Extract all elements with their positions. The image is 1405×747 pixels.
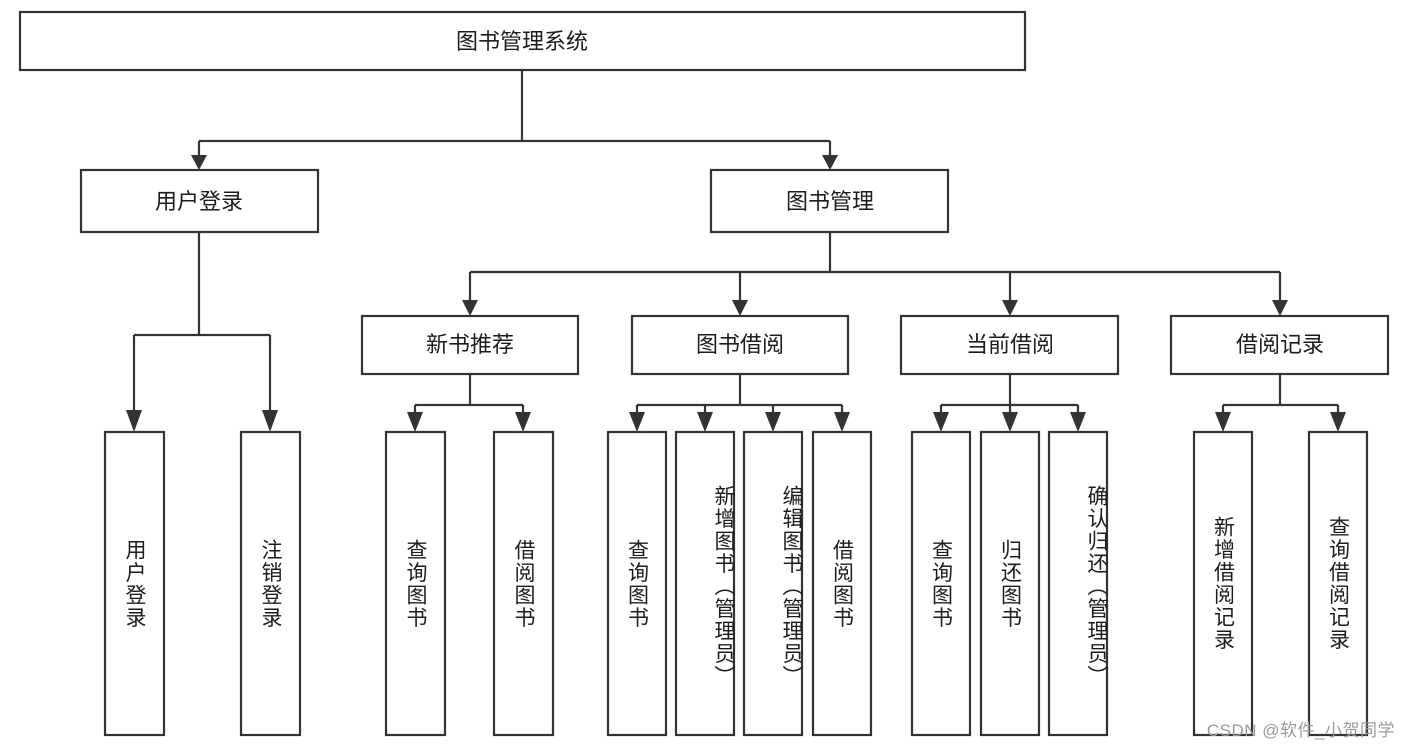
node-book-borrow[interactable]: [630, 314, 850, 376]
arrowhead-leaf-add-record: [1215, 412, 1231, 432]
arrowhead-leaf-user-login: [126, 410, 142, 432]
arrowhead-leaf-return-book: [1002, 412, 1018, 432]
arrowhead-leaf-add-book: [697, 412, 713, 432]
node-user-login-label: 用户登录: [155, 189, 243, 214]
arrowhead-user-login: [191, 155, 207, 170]
arrowhead-leaf-query-record: [1330, 412, 1346, 432]
node-root-label: 图书管理系统: [456, 29, 588, 54]
node-new-book-rec[interactable]: [360, 314, 580, 376]
arrowhead-book-borrow: [732, 300, 748, 316]
arrowhead-leaf-borrow-book-2: [834, 412, 850, 432]
leaf-box-borrow-book-2[interactable]: [811, 430, 873, 737]
node-book-manage[interactable]: [709, 168, 950, 234]
csdn-watermark: CSDN @软件_小贺同学: [1206, 721, 1395, 740]
arrowhead-leaf-borrow-book-1: [515, 412, 531, 432]
arrowhead-new-book-rec: [462, 300, 478, 316]
leaf-box-confirm-return[interactable]: [1047, 430, 1109, 737]
node-current-borrow[interactable]: [899, 314, 1120, 376]
arrowhead-leaf-query-book-3: [933, 412, 949, 432]
leaf-box-add-record[interactable]: [1192, 430, 1254, 737]
leaf-box-edit-book[interactable]: [742, 430, 804, 737]
arrowhead-leaf-query-book-1: [407, 412, 423, 432]
arrowhead-leaf-confirm-return: [1070, 412, 1086, 432]
leaf-box-query-record[interactable]: [1307, 430, 1369, 737]
leaf-box-logout-login[interactable]: [239, 430, 302, 737]
arrowhead-current-borrow: [1002, 300, 1018, 316]
node-book-borrow-label: 图书借阅: [696, 332, 784, 357]
node-book-manage-label: 图书管理: [786, 189, 874, 214]
node-borrow-record[interactable]: [1169, 314, 1390, 376]
leaf-box-add-book[interactable]: [674, 430, 736, 737]
leaf-layer: [103, 430, 1369, 737]
leaf-box-borrow-book-1[interactable]: [492, 430, 555, 737]
leaf-box-query-book-3[interactable]: [910, 430, 972, 737]
connector-layer: [126, 70, 1346, 432]
arrowhead-leaf-query-book-2: [629, 412, 645, 432]
node-new-book-rec-label: 新书推荐: [426, 332, 514, 357]
arrowhead-borrow-record: [1272, 300, 1288, 316]
node-user-login[interactable]: [79, 168, 320, 234]
arrowhead-book-manage: [822, 155, 838, 170]
leaf-box-query-book-1[interactable]: [384, 430, 447, 737]
node-borrow-record-label: 借阅记录: [1236, 332, 1324, 357]
leaf-box-return-book[interactable]: [979, 430, 1041, 737]
node-layer: 图书管理系统 用户登录 图书管理 新书推荐 图书借阅 当前借阅 借阅记录: [18, 10, 1390, 376]
leaf-box-query-book-2[interactable]: [606, 430, 668, 737]
node-current-borrow-label: 当前借阅: [966, 332, 1054, 357]
arrowhead-leaf-logout-login: [262, 410, 278, 432]
leaf-box-user-login[interactable]: [103, 430, 166, 737]
node-root[interactable]: [18, 10, 1027, 72]
arrowhead-leaf-edit-book: [765, 412, 781, 432]
